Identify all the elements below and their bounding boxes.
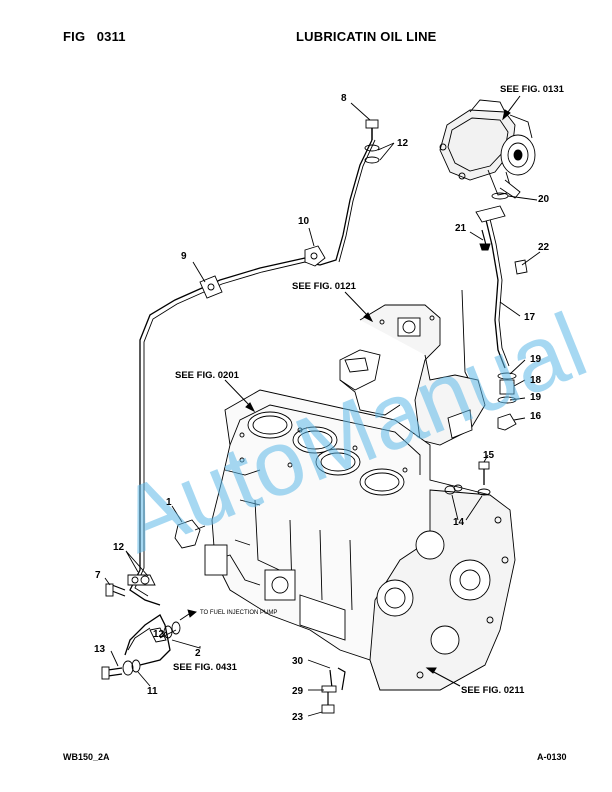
callout-30: 30	[292, 656, 304, 667]
callout-11: 11	[147, 686, 158, 697]
callout-12-mid: 12	[153, 629, 165, 640]
callout-23: 23	[292, 712, 304, 723]
callout-16: 16	[530, 411, 542, 422]
callout-12-left: 12	[113, 542, 125, 553]
sensor-1	[174, 519, 201, 549]
oil-pipe-long	[139, 257, 306, 540]
callout-21: 21	[455, 223, 467, 234]
callout-15: 15	[483, 450, 495, 461]
page-title: LUBRICATIN OIL LINE	[296, 29, 437, 44]
callout-13: 13	[94, 644, 106, 655]
callout-2: 2	[195, 648, 201, 659]
return-pipe-17	[485, 219, 506, 369]
callout-20: 20	[538, 194, 550, 205]
callout-10: 10	[298, 216, 310, 227]
callout-14: 14	[453, 517, 465, 528]
clamp-9	[199, 275, 223, 299]
manifold	[339, 304, 486, 446]
oil-pipe-upper	[304, 139, 373, 266]
callout-1: 1	[166, 497, 172, 508]
footer-page-code: A-0130	[537, 752, 567, 762]
callout-7: 7	[95, 570, 101, 581]
fig-label: FIG 0311	[63, 29, 126, 44]
callout-9: 9	[181, 251, 187, 262]
ref-fig-0201: SEE FIG. 0201	[175, 370, 240, 381]
diagram-drawing	[101, 99, 541, 717]
ref-fig-0121: SEE FIG. 0121	[292, 281, 357, 292]
footer-model: WB150_2A	[63, 752, 110, 762]
clamp-10	[304, 245, 326, 267]
callout-22: 22	[538, 242, 550, 253]
callout-17: 17	[524, 312, 536, 323]
ref-fig-0211: SEE FIG. 0211	[461, 685, 525, 696]
reference-arrows	[224, 95, 521, 687]
ref-fig-0431: SEE FIG. 0431	[173, 662, 238, 673]
note-injection-pump: TO FUEL INJECTION PUMP	[200, 610, 277, 616]
callout-19-lower: 19	[530, 392, 542, 403]
callout-8: 8	[341, 93, 347, 104]
gear-case	[369, 489, 516, 691]
ref-fig-0131: SEE FIG. 0131	[500, 84, 565, 95]
callout-19-upper: 19	[530, 354, 542, 365]
fig-number: 0311	[96, 29, 126, 44]
callout-12-top: 12	[397, 138, 409, 149]
callout-29: 29	[292, 686, 304, 697]
turbocharger	[439, 99, 536, 199]
callout-18: 18	[530, 375, 542, 386]
